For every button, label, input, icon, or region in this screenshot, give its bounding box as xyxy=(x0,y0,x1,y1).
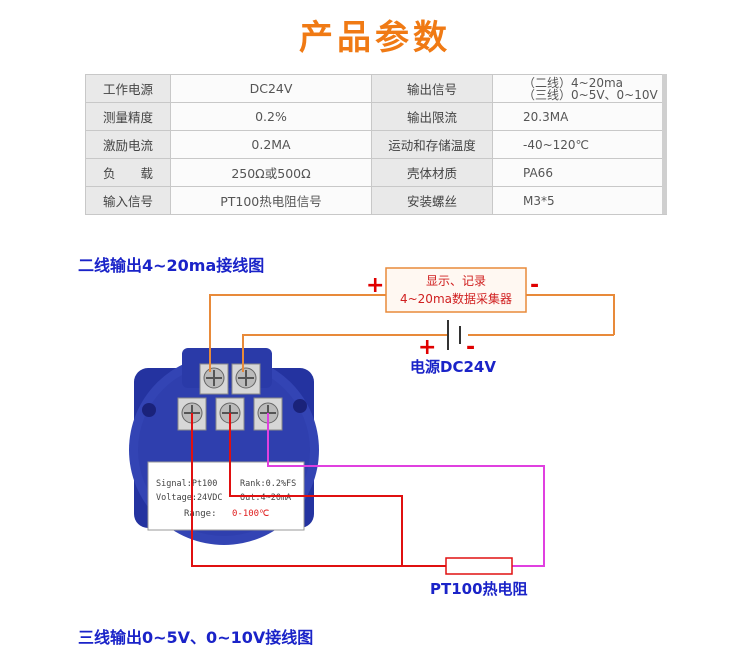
spec-value: M3*5 xyxy=(492,186,667,215)
next-heading: 三线输出0~5V、0~10V接线图 xyxy=(78,628,314,647)
display-plus: + xyxy=(366,273,384,298)
device-signal: Signal:Pt100 xyxy=(156,479,217,489)
spec-value-line: 20.3MA xyxy=(523,109,569,124)
spec-value: PT100热电阻信号 xyxy=(170,186,372,215)
device-out: Out:4~20mA xyxy=(240,493,291,503)
spec-value: DC24V xyxy=(170,74,372,103)
terminal-minus xyxy=(231,363,261,395)
display-minus: - xyxy=(530,273,539,298)
spec-key: 测量精度 xyxy=(85,102,171,131)
power-loop-wires xyxy=(209,294,615,372)
spec-value: -40~120℃ xyxy=(492,130,667,159)
power-label: 电源DC24V xyxy=(410,358,496,376)
spec-key: 运动和存储温度 xyxy=(371,130,493,159)
pt100-resistor xyxy=(445,557,513,575)
device-rank: Rank:0.2%FS xyxy=(240,479,296,489)
spec-value-line: M3*5 xyxy=(523,193,555,208)
wiring-diagram: Signal:Pt100 Rank:0.2%FS Voltage:24VDC O… xyxy=(129,267,615,598)
device-range-label: Range: xyxy=(184,509,217,519)
spec-key: 壳体材质 xyxy=(371,158,493,187)
device-range-value: 0-100℃ xyxy=(232,509,269,519)
display-box-line1: 显示、记录 xyxy=(426,274,486,288)
spec-value-line: （三线）0~5V、0~10V xyxy=(523,87,658,102)
spec-value: 0.2MA xyxy=(170,130,372,159)
spec-value: 250Ω或500Ω xyxy=(170,158,372,187)
power-minus: - xyxy=(466,335,475,360)
display-recorder-box xyxy=(385,267,527,313)
spec-key: 负 载 xyxy=(85,158,171,187)
spec-key: 安装螺丝 xyxy=(371,186,493,215)
spec-value-line: -40~120℃ xyxy=(523,137,590,152)
power-plus: + xyxy=(418,335,436,360)
battery-icon xyxy=(447,320,461,350)
spec-key: 输入信号 xyxy=(85,186,171,215)
page-title: 产品参数 xyxy=(299,18,451,58)
sensor-label: PT100热电阻 xyxy=(430,580,528,598)
spec-value-line: PA66 xyxy=(523,165,553,180)
spec-key: 工作电源 xyxy=(85,74,171,103)
sensor-magenta-wire xyxy=(267,413,545,567)
display-box-line2: 4~20ma数据采集器 xyxy=(400,291,512,306)
terminal-plus xyxy=(199,363,229,395)
sensor-red-wires xyxy=(191,413,446,567)
device-voltage: Voltage:24VDC xyxy=(156,493,223,503)
spec-value: （二线）4~20ma（三线）0~5V、0~10V xyxy=(492,74,667,103)
spec-key: 输出限流 xyxy=(371,102,493,131)
wiring-heading: 二线输出4~20ma接线图 xyxy=(78,256,265,275)
table-shadow xyxy=(662,74,667,214)
spec-value: 0.2% xyxy=(170,102,372,131)
spec-value-line: （二线）4~20ma xyxy=(523,75,624,90)
spec-key: 激励电流 xyxy=(85,130,171,159)
terminal-2 xyxy=(215,397,245,431)
spec-value: 20.3MA xyxy=(492,102,667,131)
